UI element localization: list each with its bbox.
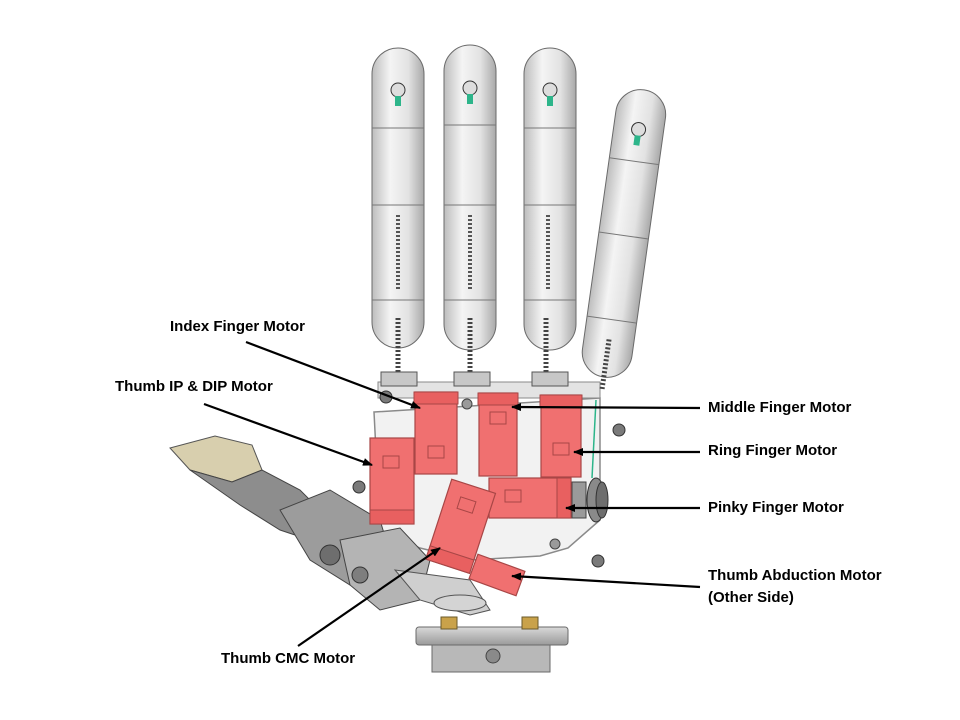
arrow-middle <box>511 403 701 412</box>
arrow-index <box>245 340 421 410</box>
pinky-motor <box>488 477 572 519</box>
label-middle-finger-motor: Middle Finger Motor <box>708 399 852 416</box>
label-thumb-ip-dip-motor: Thumb IP & DIP Motor <box>115 378 273 395</box>
finger-index <box>371 47 425 387</box>
pulley <box>571 477 609 523</box>
thumb-ip-dip-motor <box>369 437 415 525</box>
label-thumb-cmc-motor: Thumb CMC Motor <box>221 650 356 667</box>
arrow-thumb-abduction <box>511 572 701 589</box>
wrist-base <box>415 616 569 673</box>
label-pinky-finger-motor: Pinky Finger Motor <box>708 499 844 516</box>
finger-ring <box>523 47 577 387</box>
middle-motor <box>477 392 519 477</box>
arrow-thumb-cmc <box>297 547 441 647</box>
thumb-abduction-motor <box>468 553 526 597</box>
label-thumb-abduction-other-side: (Other Side) <box>708 589 794 606</box>
arrow-thumb-ip-dip <box>203 402 373 467</box>
label-ring-finger-motor: Ring Finger Motor <box>708 442 838 459</box>
label-index-finger-motor: Index Finger Motor <box>170 318 305 335</box>
ring-motor <box>539 394 583 478</box>
label-thumb-abduction-motor: Thumb Abduction Motor <box>708 567 882 584</box>
finger-pinky <box>581 89 667 479</box>
index-motor <box>413 391 459 475</box>
callout-arrows <box>203 340 701 647</box>
thumb <box>169 435 491 616</box>
finger-middle <box>443 44 497 387</box>
